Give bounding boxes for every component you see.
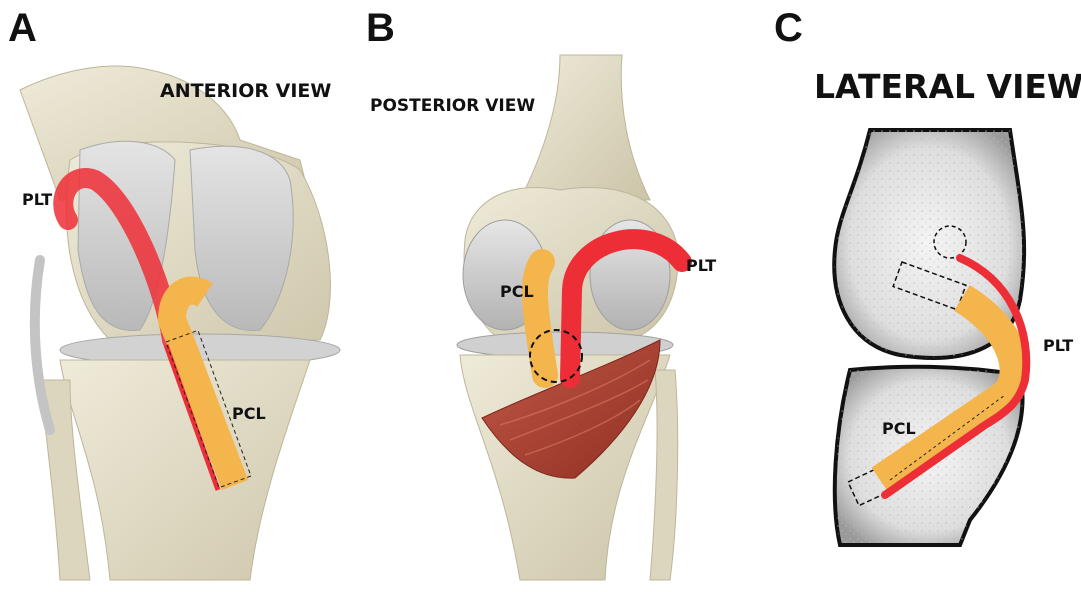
panel-c: C LATERAL VIEW PLT PCL [720, 0, 1081, 592]
plt-label: PLT [22, 192, 52, 208]
posterior-knee-illustration [360, 0, 720, 592]
pcl-ligament [535, 262, 545, 375]
pcl-label: PCL [232, 406, 266, 422]
collateral-ligament [35, 260, 50, 430]
panel-letter: A [8, 8, 37, 48]
panel-letter: C [774, 8, 803, 48]
femur-shaft [520, 55, 650, 200]
fibula [650, 370, 678, 580]
panel-letter: B [366, 8, 395, 48]
panel-b: B POSTERIOR VIEW PLT PCL [360, 0, 720, 592]
pcl-label: PCL [882, 421, 916, 437]
plt-label: PLT [686, 258, 716, 274]
plt-label: PLT [1043, 338, 1073, 354]
panel-a: A ANTERIOR VIEW PLT PCL [0, 0, 360, 592]
pcl-label: PCL [500, 284, 534, 300]
view-title: LATERAL VIEW [814, 70, 1081, 103]
view-title: ANTERIOR VIEW [160, 82, 331, 101]
view-title: POSTERIOR VIEW [370, 98, 535, 115]
